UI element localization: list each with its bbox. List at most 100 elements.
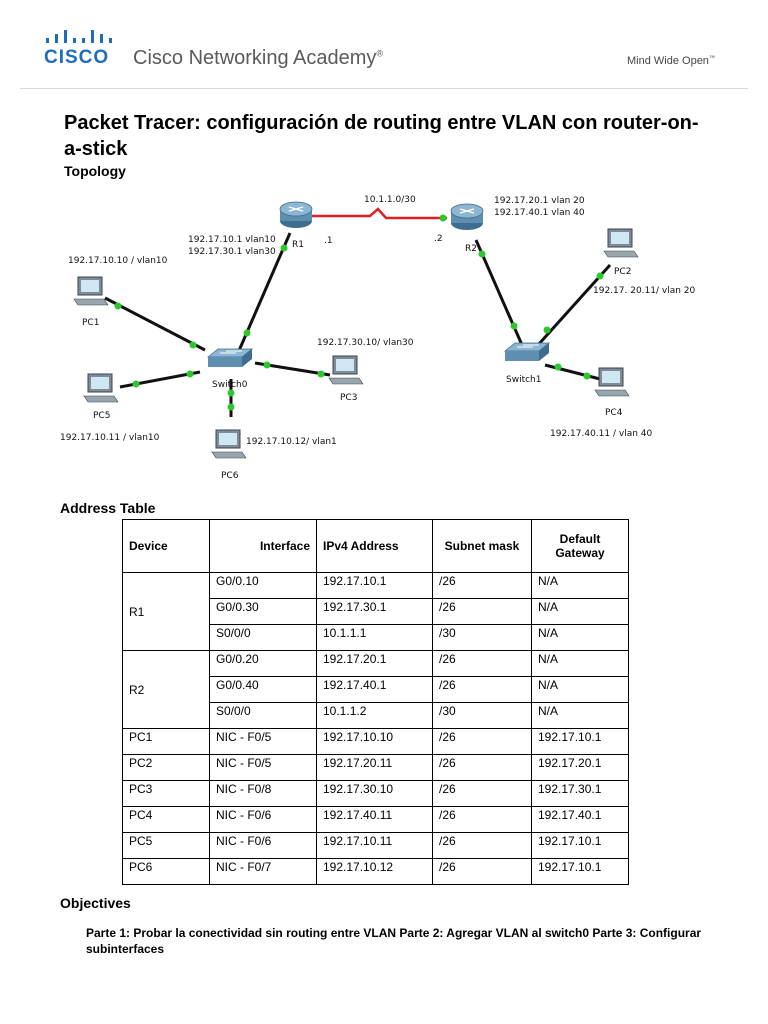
r2-vlan20-label: 192.17.20.1 vlan 20: [494, 196, 585, 206]
gateway-cell: N/A: [531, 676, 629, 703]
gateway-cell: N/A: [531, 650, 629, 677]
device-cell: R1: [122, 572, 210, 651]
r2-vlan40-label: 192.17.40.1 vlan 40: [494, 208, 585, 218]
topology-diagram: 10.1.1.0/30 .1 .2 R1 R2 192.17.10.1 vlan…: [60, 195, 696, 481]
interface-cell: NIC - F0/8: [209, 780, 317, 807]
cisco-logo: CISCO: [44, 30, 116, 70]
interface-cell: NIC - F0/7: [209, 858, 317, 885]
ipv4-cell: 192.17.20.11: [316, 754, 433, 781]
interface-cell: NIC - F0/5: [209, 728, 317, 755]
ipv4-cell: 10.1.1.2: [316, 702, 433, 729]
router-r2-icon: [450, 203, 484, 230]
gateway-cell: 192.17.10.1: [531, 858, 629, 885]
serial-link: [302, 207, 447, 220]
pc4-icon: [594, 367, 630, 397]
interface-cell: NIC - F0/6: [209, 832, 317, 859]
device-cell: PC4: [122, 806, 210, 833]
wan-network-label: 10.1.1.0/30: [364, 195, 416, 205]
gateway-cell: N/A: [531, 702, 629, 729]
mask-cell: /26: [432, 858, 532, 885]
address-table: Device Interface IPv4 Address Subnet mas…: [122, 519, 629, 885]
link-pc1-switch0: [104, 296, 206, 352]
interface-cell: S0/0/0: [209, 702, 317, 729]
interface-cell: NIC - F0/6: [209, 806, 317, 833]
pc1-name-label: PC1: [82, 318, 99, 328]
switch0-icon: [206, 348, 254, 367]
ipv4-cell: 192.17.10.12: [316, 858, 433, 885]
pc4-name-label: PC4: [605, 408, 623, 418]
switch1-name-label: Switch1: [506, 375, 541, 385]
pc6-icon: [211, 429, 247, 459]
r1-endpoint-label: .1: [324, 236, 333, 246]
pc2-name-label: PC2: [614, 267, 631, 277]
pc5-address-label: 192.17.10.11 / vlan10: [60, 433, 160, 443]
pc5-name-label: PC5: [93, 411, 110, 421]
cisco-wordmark: CISCO: [44, 47, 110, 68]
column-header-mask: Subnet mask: [432, 519, 532, 573]
table-header-row: Device Interface IPv4 Address Subnet mas…: [122, 519, 629, 573]
link-pc4-switch1: [544, 363, 601, 381]
tagline: Mind Wide Open™: [627, 55, 715, 67]
ipv4-cell: 192.17.40.11: [316, 806, 433, 833]
mask-cell: /26: [432, 780, 532, 807]
gateway-cell: N/A: [531, 572, 629, 599]
pc2-address-label: 192.17. 20.11/ vlan 20: [593, 286, 696, 296]
academy-name: Cisco Networking Academy®: [133, 47, 384, 69]
column-header-interface: Interface: [209, 519, 317, 573]
switch1-icon: [503, 342, 551, 361]
pc2-icon: [603, 228, 639, 258]
page-header: CISCO Cisco Networking Academy® Mind Wid…: [0, 0, 768, 92]
ipv4-cell: 192.17.10.1: [316, 572, 433, 599]
mask-cell: /26: [432, 572, 532, 599]
column-header-device: Device: [122, 519, 210, 573]
gateway-cell: N/A: [531, 624, 629, 651]
ipv4-cell: 192.17.30.10: [316, 780, 433, 807]
interface-cell: G0/0.40: [209, 676, 317, 703]
mask-cell: /26: [432, 728, 532, 755]
mask-cell: /30: [432, 702, 532, 729]
gateway-cell: N/A: [531, 598, 629, 625]
pc4-address-label: 192.17.40.11 / vlan 40: [550, 429, 653, 439]
pc1-address-label: 192.17.10.10 / vlan10: [68, 256, 168, 266]
mask-cell: /26: [432, 832, 532, 859]
device-cell: PC5: [122, 832, 210, 859]
link-status-dots: [114, 212, 604, 411]
r2-name-label: R2: [465, 244, 477, 254]
topology-links: [104, 207, 612, 417]
gateway-cell: 192.17.20.1: [531, 754, 629, 781]
r2-endpoint-label: .2: [434, 234, 443, 244]
mask-cell: /26: [432, 598, 532, 625]
pc3-name-label: PC3: [340, 393, 357, 403]
cisco-bars-icon: [46, 30, 112, 43]
r1-name-label: R1: [292, 240, 304, 250]
topology-heading: Topology: [64, 163, 126, 179]
pc3-address-label: 192.17.30.10/ vlan30: [317, 338, 414, 348]
pc6-address-label: 192.17.10.12/ vlan1: [246, 437, 337, 447]
device-cell: PC1: [122, 728, 210, 755]
gateway-cell: 192.17.10.1: [531, 832, 629, 859]
header-divider: [20, 88, 748, 89]
mask-cell: /26: [432, 754, 532, 781]
gateway-cell: 192.17.10.1: [531, 728, 629, 755]
device-cell: PC6: [122, 858, 210, 885]
gateway-cell: 192.17.30.1: [531, 780, 629, 807]
ipv4-cell: 10.1.1.1: [316, 624, 433, 651]
gateway-cell: 192.17.40.1: [531, 806, 629, 833]
interface-cell: NIC - F0/5: [209, 754, 317, 781]
interface-cell: G0/0.30: [209, 598, 317, 625]
pc6-name-label: PC6: [221, 471, 239, 481]
ipv4-cell: 192.17.30.1: [316, 598, 433, 625]
ipv4-cell: 192.17.40.1: [316, 676, 433, 703]
ipv4-cell: 192.17.20.1: [316, 650, 433, 677]
mask-cell: /30: [432, 624, 532, 651]
